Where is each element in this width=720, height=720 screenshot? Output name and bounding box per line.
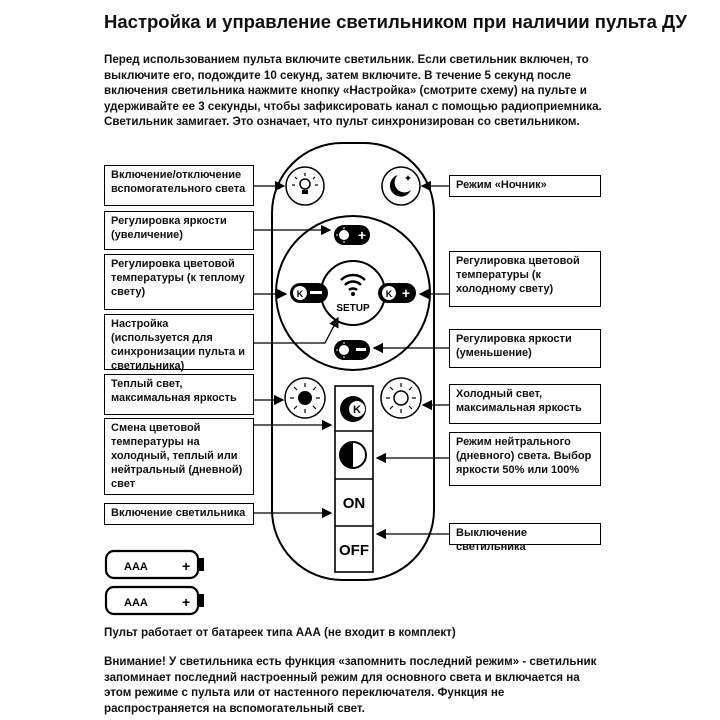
svg-text:AAA: AAA — [124, 597, 148, 609]
brightness-up-icon: + — [334, 225, 370, 245]
battery-icon-1: AAA + — [104, 549, 204, 580]
svg-text:+: + — [402, 285, 410, 301]
color-temp-cycle-icon: K — [340, 396, 366, 422]
label-power-on: Включение светильника — [104, 503, 254, 525]
label-setup: Настройка (используется для синхронизаци… — [104, 314, 254, 372]
bulb-icon — [285, 166, 325, 206]
label-color-temp-warm: Регулировка цветовой температуры (к тепл… — [104, 254, 254, 310]
svg-text:AAA: AAA — [124, 561, 148, 573]
label-color-cycle: Смена цветовой температуры на холодный, … — [104, 418, 254, 495]
cold-sun-icon — [380, 377, 422, 419]
svg-text:K: K — [386, 289, 393, 299]
color-temp-cold-icon: K + — [378, 283, 416, 303]
intro-paragraph: Перед использованием пульта включите све… — [104, 53, 602, 129]
label-brightness-up: Регулировка яркости (увеличение) — [104, 211, 254, 250]
label-color-temp-cold: Регулировка цветовой температуры (к холо… — [449, 251, 601, 307]
warning-paragraph: Внимание! У светильника есть функция «за… — [104, 655, 597, 715]
svg-text:+: + — [182, 594, 190, 610]
color-temp-warm-icon: K — [290, 283, 328, 303]
on-button-label: ON — [343, 495, 366, 512]
label-aux-light: Включение/отключение вспомогательного св… — [104, 165, 254, 206]
setup-button-label: SETUP — [336, 303, 370, 314]
label-power-off: Выключение светильника — [449, 523, 601, 553]
brightness-down-icon — [334, 340, 370, 360]
neutral-half-circle-icon — [339, 441, 367, 469]
setup-icon — [340, 273, 366, 296]
warm-sun-icon — [284, 377, 326, 419]
svg-text:K: K — [353, 404, 361, 416]
label-cold-max: Холодный свет, максимальная яркость — [449, 384, 601, 424]
svg-text:+: + — [358, 227, 366, 243]
label-brightness-down: Регулировка яркости (уменьшение) — [449, 329, 601, 368]
label-warm-max: Теплый свет, максимальная яркость — [104, 374, 254, 415]
svg-text:+: + — [182, 558, 190, 574]
remote-body — [271, 142, 435, 581]
off-button-label: OFF — [339, 542, 369, 559]
battery-note: Пульт работает от батареек типа ААА (не … — [104, 626, 456, 639]
battery-icon-2: AAA + — [104, 585, 204, 616]
svg-text:K: K — [297, 289, 304, 299]
page-title: Настройка и управление светильником при … — [104, 11, 687, 32]
moon-icon — [381, 166, 421, 206]
label-night-mode: Режим «Ночник» — [449, 175, 601, 197]
control-ring — [275, 215, 431, 371]
label-neutral: Режим нейтрального (дневного) света. Выб… — [449, 432, 601, 486]
